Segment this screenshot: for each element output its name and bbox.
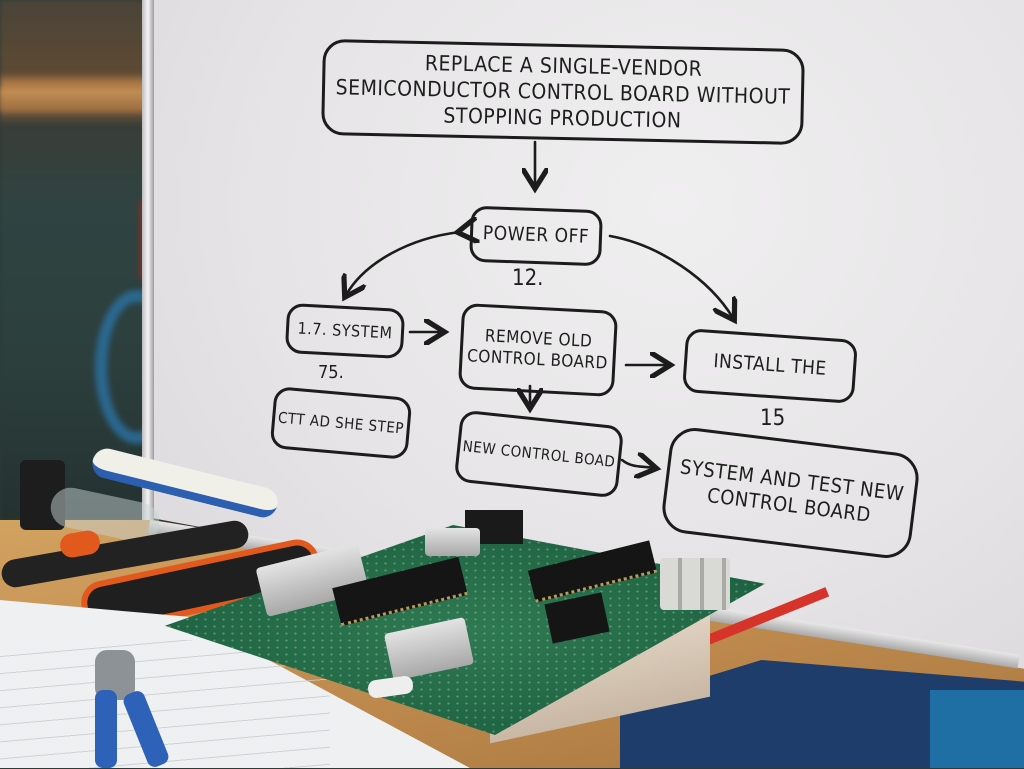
flowchart-node-remove-old-board: REMOVE OLD CONTROL BOARD [457,302,619,398]
step-label-75: 75. [318,362,344,383]
flowchart-node-install: INSTALL THE [681,328,859,404]
whiteboard-frame [142,0,154,530]
blurred-shelf [0,88,165,112]
flowchart-node-power-off: POWER OFF [469,205,603,267]
flowchart-node-system: 1.7. SYSTEM [284,302,406,360]
wire-cutter-handle-left [95,690,117,768]
crate-blue-panel [930,690,1024,768]
flowchart-title-box: REPLACE A SINGLE-VENDOR SEMICONDUCTOR CO… [321,38,805,146]
flowchart-node-step: CTT AD SHE STEP [269,386,413,460]
step-label-12: 12. [512,266,544,291]
step-label-15: 15 [760,406,786,431]
pcb-capacitors [660,558,730,610]
pcb-oscillator [425,528,480,556]
